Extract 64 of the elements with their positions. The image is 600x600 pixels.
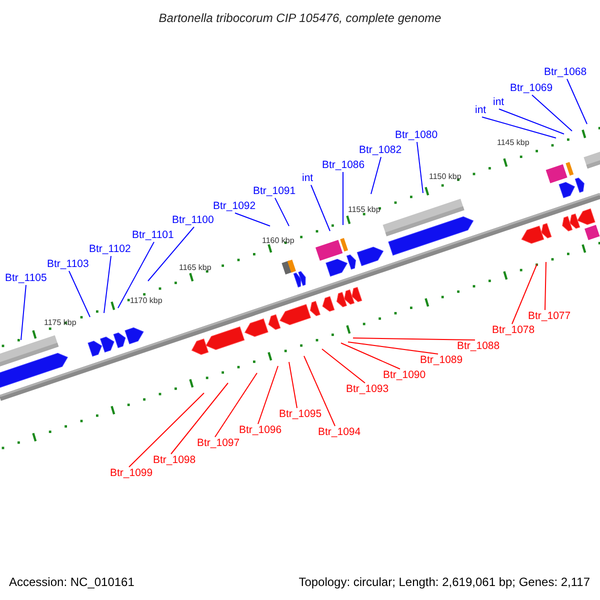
gene-label: Btr_1086 — [322, 159, 365, 172]
leader-line — [482, 116, 556, 138]
leader-line — [288, 362, 298, 408]
gene-label: Btr_1102 — [89, 243, 131, 256]
gene-label: Btr_1068 — [544, 66, 587, 79]
leader-line — [342, 172, 344, 226]
gene-label: Btr_1092 — [213, 200, 256, 213]
genome-stats-text: Topology: circular; Length: 2,619,061 bp; Genes: 2,117 — [298, 574, 590, 591]
gene-label: Btr_1101 — [132, 229, 174, 242]
scale-label: 1150 kbp — [429, 172, 462, 182]
gene-label: Btr_1094 — [318, 426, 361, 439]
leader-line — [416, 142, 424, 194]
leader-line — [322, 348, 366, 384]
gene-label: Btr_1103 — [47, 258, 89, 271]
gene-label: int — [475, 104, 486, 117]
gene-label: Btr_1088 — [457, 340, 500, 353]
leader-line — [566, 78, 588, 124]
gene-label: Btr_1069 — [510, 82, 553, 95]
leader-line — [348, 342, 438, 354]
scale-label: 1160 kbp — [262, 236, 294, 246]
gene-label: Btr_1077 — [528, 310, 571, 323]
leader-line — [148, 226, 194, 282]
leader-line — [310, 184, 330, 232]
leader-line — [544, 262, 546, 310]
gene-label: Btr_1090 — [383, 369, 426, 382]
leader-line — [128, 392, 204, 468]
gene-label: Btr_1089 — [420, 354, 463, 367]
leader-line — [512, 264, 538, 324]
gene-label: Btr_1080 — [395, 129, 438, 142]
gene-label: Btr_1091 — [253, 185, 296, 198]
gene-label: Btr_1078 — [492, 324, 535, 337]
scale-label: 1145 kbp — [497, 138, 530, 148]
scale-label: 1165 kbp — [179, 263, 212, 273]
scale-label: 1155 kbp — [348, 205, 380, 215]
leader-line — [234, 212, 270, 226]
leader-line — [352, 338, 476, 340]
gene-label: Btr_1096 — [239, 424, 282, 437]
gene-label: Btr_1095 — [279, 408, 322, 421]
gene-label: Btr_1097 — [197, 437, 240, 450]
gene-label: Btr_1093 — [346, 383, 389, 396]
gene-label: Btr_1082 — [359, 144, 402, 157]
diagram-title: Bartonella tribocorum CIP 105476, complete genome — [158, 10, 442, 27]
gene-label: int — [302, 172, 314, 185]
leader-line — [304, 356, 336, 426]
leader-line — [118, 242, 154, 308]
leader-line — [274, 198, 290, 226]
leader-line — [170, 382, 228, 454]
accession-text: Accession: NC_010161 — [9, 574, 134, 591]
leader-line — [104, 256, 112, 314]
leader-line — [258, 366, 278, 424]
leader-line — [370, 156, 382, 194]
gene-label: Btr_1105 — [5, 272, 47, 285]
leader-line — [20, 284, 26, 340]
gene-label: int — [493, 96, 504, 109]
gene-label: Btr_1098 — [153, 454, 196, 467]
leader-line — [498, 108, 564, 134]
leader-line — [68, 270, 90, 318]
leader-line — [214, 372, 258, 438]
gene-label: Btr_1100 — [172, 214, 214, 227]
gene-label: Btr_1099 — [110, 467, 153, 480]
scale-label: 1175 kbp — [44, 318, 76, 328]
leader-line — [532, 94, 572, 132]
leader-line — [340, 342, 400, 370]
scale-label: 1170 kbp — [130, 296, 162, 306]
